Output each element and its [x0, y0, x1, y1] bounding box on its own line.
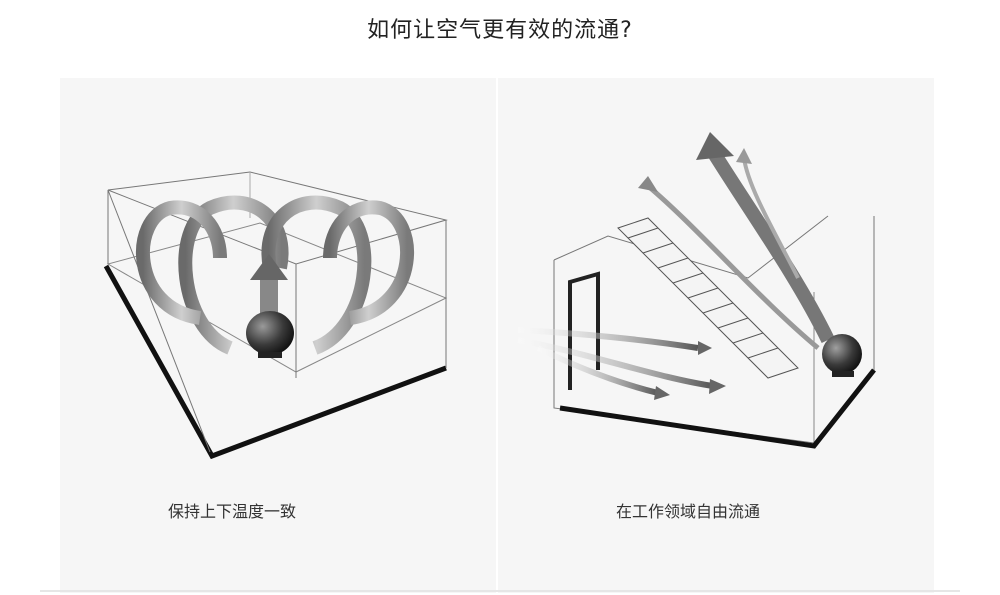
caption-free-flow: 在工作领域自由流通	[616, 502, 761, 521]
panel-vertical-circulation: 保持上下温度一致	[60, 78, 496, 593]
room-vertical-circulation-illustration	[103, 171, 448, 460]
caption-vertical-circulation: 保持上下温度一致	[168, 502, 297, 521]
panel-free-flow: 在工作领域自由流通	[498, 78, 934, 593]
room-stairway-airflow-illustration	[517, 132, 876, 449]
page-title: 如何让空气更有效的流通?	[367, 18, 633, 43]
footer-divider	[40, 590, 960, 592]
